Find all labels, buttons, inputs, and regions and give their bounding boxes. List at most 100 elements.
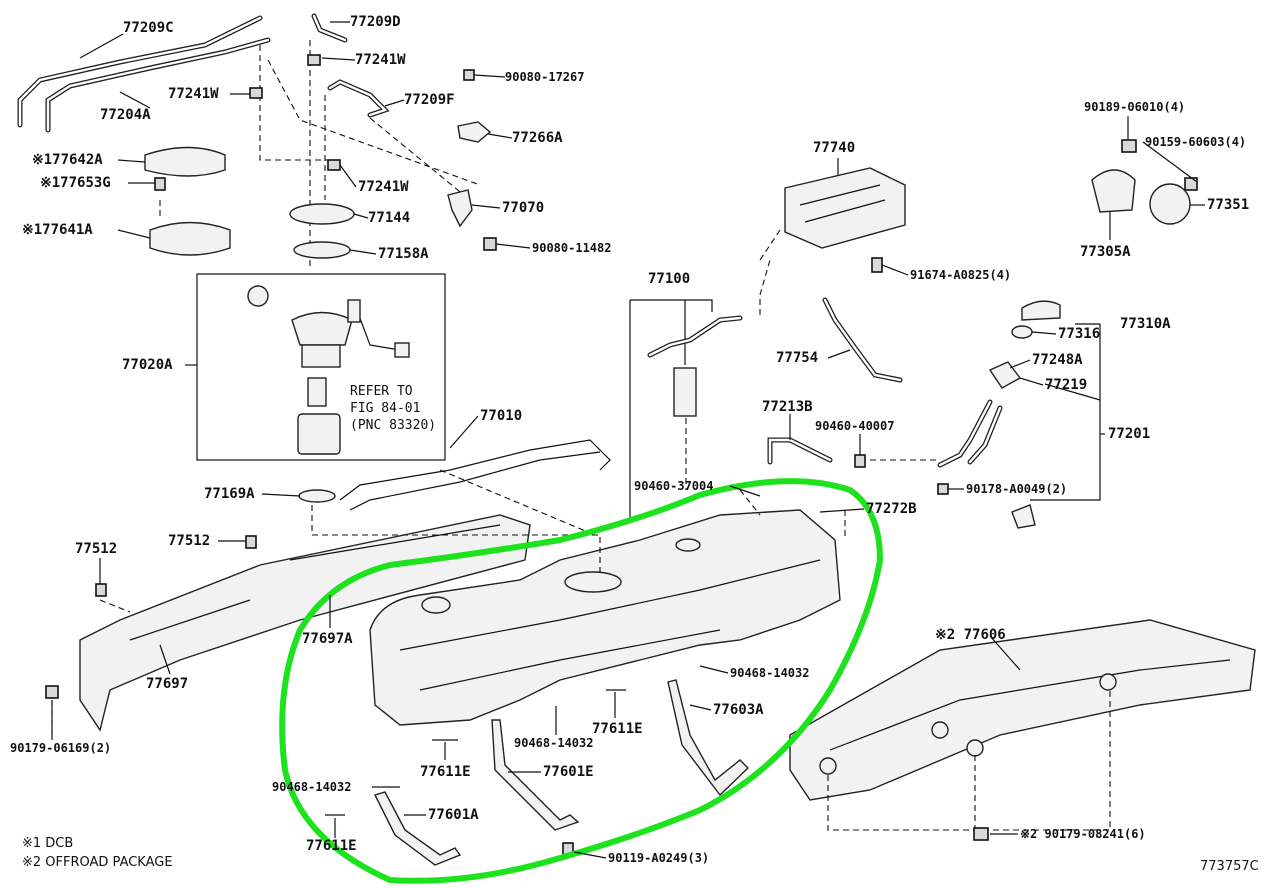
pump-body (301, 344, 341, 368)
shield-detail (129, 599, 251, 641)
dashed-guide (99, 599, 131, 613)
label-77611E: 77611E (306, 838, 357, 854)
label-77213B: 77213B (762, 399, 813, 415)
label-77611E: 77611E (420, 764, 471, 780)
bracket-77266A (457, 121, 492, 143)
bolt-90189 (1121, 139, 1137, 153)
label-77241W: 77241W (358, 179, 409, 195)
bracket-line (1044, 383, 1101, 401)
label-77641A: ※177641A (22, 222, 93, 238)
label-90468-14032: 90468-14032 (730, 666, 809, 680)
fuel-line-77209C (17, 15, 271, 133)
bracket-line (1030, 324, 1101, 501)
legend-note-dcb: ※1 DCB (22, 836, 73, 851)
bracket-77201 (1011, 504, 1036, 529)
strap-77601E (491, 719, 580, 831)
dashed-guide (369, 117, 471, 201)
label-77070: 77070 (502, 200, 544, 216)
label-90080-17267: 90080-17267 (505, 70, 584, 84)
gasket-77158A (293, 241, 351, 259)
legend-note-offroad: ※2 OFFROAD PACKAGE (22, 855, 173, 870)
label-77248A: 77248A (1032, 352, 1083, 368)
dashed-guide (439, 469, 596, 536)
filler-housing-77305A (1091, 169, 1136, 213)
labels: 77209C 77209D 77241W 77241W 77204A 77209… (10, 14, 1259, 874)
label-77512: 77512 (168, 533, 210, 549)
bolt-90080-17267 (463, 69, 475, 81)
label-77169A: 77169A (204, 486, 255, 502)
label-77266A: 77266A (512, 130, 563, 146)
sender-wire (354, 304, 401, 351)
label-90460-37004: 90460-37004 (634, 479, 713, 493)
bolt-77512 (95, 583, 107, 597)
label-77740: 77740 (813, 140, 855, 156)
clip-77241W (327, 159, 341, 171)
label-77010: 77010 (480, 408, 522, 424)
label-90468-14032: 90468-14032 (272, 780, 351, 794)
bracket-line (630, 299, 713, 312)
label-77204A: 77204A (100, 107, 151, 123)
label-77201: 77201 (1108, 426, 1150, 442)
valve-77100 (673, 367, 697, 417)
fuel-line-77209D (311, 13, 348, 43)
label-77219: 77219 (1045, 377, 1087, 393)
tube-77010 (349, 451, 601, 511)
label-77316: 77316 (1058, 326, 1100, 342)
clip-77241W (307, 54, 321, 66)
label-90189: 90189-06010(4) (1084, 100, 1185, 114)
skid-hole (966, 739, 984, 757)
fuel-pump-module-box (196, 273, 446, 461)
label-77209C: 77209C (123, 20, 174, 36)
pump-module-top (291, 311, 353, 346)
connector (394, 342, 410, 358)
skid-detail (829, 659, 1231, 751)
heat-shield-77697 (79, 514, 531, 732)
label-90468-14032: 90468-14032 (514, 736, 593, 750)
clamp-90460-40007 (854, 454, 866, 468)
label-77100: 77100 (648, 271, 690, 287)
pump-part (247, 285, 269, 307)
label-90080-11482: 90080-11482 (532, 241, 611, 255)
bolt-90179-06169 (45, 685, 59, 699)
dashed-guide (759, 259, 771, 315)
label-77606: ※2 77606 (935, 627, 1006, 643)
gasket-77316 (1011, 325, 1033, 339)
tank-detail (399, 559, 821, 651)
label-77305A: 77305A (1080, 244, 1131, 260)
canister-77740 (784, 167, 906, 249)
bolt-90080-11482 (483, 237, 497, 251)
clip-77241W (249, 87, 263, 99)
tank-port (421, 596, 451, 614)
bolt-91674 (871, 257, 883, 273)
label-77144: 77144 (368, 210, 410, 226)
highlight-outline (279, 478, 883, 884)
label-77653G: ※177653G (40, 175, 111, 191)
skid-hole (931, 721, 949, 739)
cap-77310A (1021, 300, 1061, 321)
dashed-guide (827, 690, 1111, 831)
fuel-filter (307, 377, 327, 407)
lock-ring-77144 (289, 203, 355, 225)
label-90179-06169: 90179-06169(2) (10, 741, 111, 755)
label-77209F: 77209F (404, 92, 455, 108)
strap-77603A (667, 679, 749, 797)
tank-detail (419, 629, 721, 691)
refer-note-line2: FIG 84-01 (350, 401, 420, 416)
label-77241W: 77241W (168, 86, 219, 102)
label-90178: 90178-A0049(2) (966, 482, 1067, 496)
label-77272B: 77272B (866, 501, 917, 517)
label-90159: 90159-60603(4) (1145, 135, 1246, 149)
leader-lines (51, 21, 1205, 859)
label-77611E: 77611E (592, 721, 643, 737)
tube-77010 (339, 439, 611, 501)
skid-hole (819, 757, 837, 775)
skid-plate-77606 (789, 619, 1256, 801)
dashed-guide (311, 505, 601, 575)
label-77601A: 77601A (428, 807, 479, 823)
ring-77641A (149, 221, 231, 256)
shield-detail (289, 524, 501, 561)
strap-77601A (374, 791, 462, 866)
label-77351: 77351 (1207, 197, 1249, 213)
label-77697A: 77697A (302, 631, 353, 647)
tank-port (675, 538, 701, 552)
